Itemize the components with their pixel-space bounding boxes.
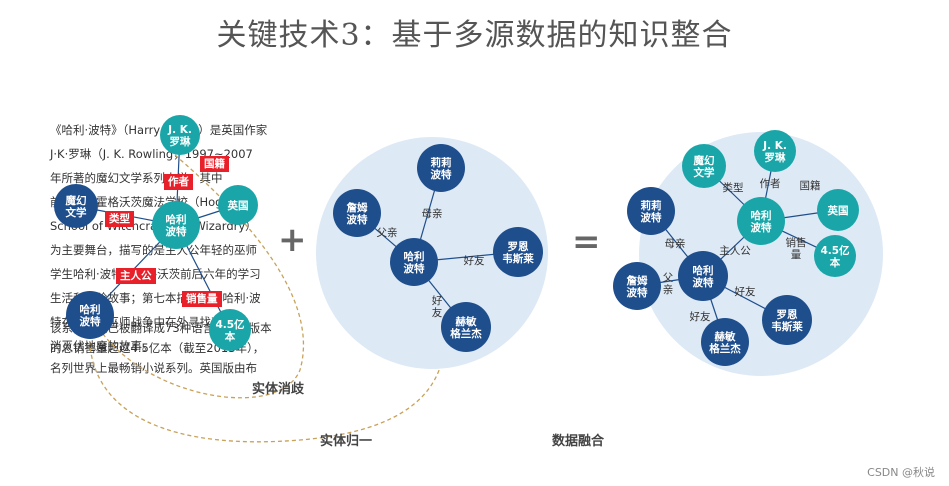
node-label-uk-r: 英国 <box>827 204 849 217</box>
node-label-fantasy: 魔幻文学 <box>65 194 87 219</box>
edge-label-mother-r: 母亲 <box>665 237 686 250</box>
text-line: 的总销售量超过4.5亿本（截至2013年）， <box>50 341 265 355</box>
node-ron <box>493 227 543 277</box>
node-lily <box>417 144 465 192</box>
edge-label-protagonist-r: 主人公 <box>719 245 751 257</box>
node-harry-center-r <box>737 197 785 245</box>
node-jk-rowling <box>160 115 200 155</box>
edge-label-friend-ron: 好友 <box>464 254 485 267</box>
edge-label-friend-hermione-r: 好友 <box>690 310 711 323</box>
node-harry-main <box>152 201 200 249</box>
node-ron-r <box>762 295 812 345</box>
node-label-harry-center-r: 哈利波特 <box>751 209 772 234</box>
tag-nationality: 国籍 <box>200 156 229 172</box>
node-label-james-r: 詹姆波特 <box>627 274 648 299</box>
edge-label-type-r: 类型 <box>723 181 744 194</box>
tag-author: 作者 <box>164 174 193 190</box>
watermark: CSDN @秋说 <box>867 466 935 479</box>
caption-unification: 实体归一 <box>320 434 373 449</box>
node-harry-r <box>678 251 728 301</box>
node-label-jk: J. K.罗琳 <box>167 124 192 148</box>
tag-protagonist: 主人公 <box>116 268 156 284</box>
node-label-sales: 4.5亿本 <box>215 318 245 343</box>
tag-sales: 销售量 <box>182 291 222 307</box>
edge-label-sales-r: 销售量 <box>786 236 807 261</box>
node-label-sales-r: 4.5亿本 <box>820 244 850 269</box>
text-line: 消灭伏地魔的故事。 <box>50 339 154 353</box>
node-label-harry-low: 哈利波特 <box>80 303 101 328</box>
node-label-harry: 哈利波特 <box>404 250 425 275</box>
node-harry-low <box>66 291 114 339</box>
node-harry <box>390 238 438 286</box>
edge-label-friend-ron-r: 好友 <box>735 285 756 298</box>
node-label-lily: 莉莉波特 <box>431 156 452 181</box>
edge-label-mother: 母亲 <box>422 207 443 220</box>
node-james <box>333 189 381 237</box>
tag-type: 类型 <box>105 211 134 227</box>
page-title: 关键技术3：基于多源数据的知识整合 <box>216 18 733 53</box>
caption-disambiguation: 实体消歧 <box>252 382 305 397</box>
edge-label-nationality-r: 国籍 <box>800 179 821 192</box>
edge-label-father-r: 父亲 <box>663 272 674 296</box>
node-label-lily-r: 莉莉波特 <box>641 199 662 224</box>
dashed-curve-unification <box>88 299 446 443</box>
edge-label-father: 父亲 <box>377 226 398 239</box>
text-line: 《哈利·波特》（Harry Potter）是英国作家 <box>50 123 268 137</box>
node-label-hermione: 赫敏格兰杰 <box>450 315 482 340</box>
node-label-fantasy-r: 魔幻文学 <box>693 154 715 179</box>
plus-operator: + <box>278 220 307 260</box>
node-label-james: 詹姆波特 <box>347 201 368 226</box>
node-lily-r <box>627 187 675 235</box>
node-label-ron: 罗恩韦斯莱 <box>502 241 534 265</box>
equals-operator: = <box>572 222 601 262</box>
node-uk-r <box>817 189 859 231</box>
node-hermione-r <box>701 318 749 366</box>
node-label-jk-r: J. K.罗琳 <box>762 140 787 164</box>
right-graph-bg <box>639 132 883 376</box>
text-line: 名列世界上最畅销小说系列。英国版由布 <box>50 361 257 375</box>
node-label-ron-r: 罗恩韦斯莱 <box>771 309 803 333</box>
node-label-uk: 英国 <box>227 199 249 212</box>
node-jk-r <box>754 130 796 172</box>
node-hermione <box>441 302 491 352</box>
node-label-harry-r: 哈利波特 <box>693 264 714 289</box>
node-label-hermione-r: 赫敏格兰杰 <box>709 330 741 355</box>
text-line: 为主要舞台，描写的是主人公年轻的巫师 <box>50 243 257 257</box>
node-james-r <box>613 262 661 310</box>
text-line: 前六部以霍格沃茨魔法学校（Hogwarts <box>50 195 255 209</box>
edge-label-author-r: 作者 <box>760 178 781 190</box>
node-fantasy <box>54 184 98 228</box>
edge-label-friend-hermione: 好友 <box>432 295 443 319</box>
caption-fusion: 数据融合 <box>552 434 605 449</box>
node-sales-r <box>814 235 856 277</box>
node-fantasy-r <box>682 144 726 188</box>
node-sales-value <box>209 309 251 351</box>
node-uk <box>218 185 258 225</box>
node-label-harry-main: 哈利波特 <box>166 213 187 238</box>
